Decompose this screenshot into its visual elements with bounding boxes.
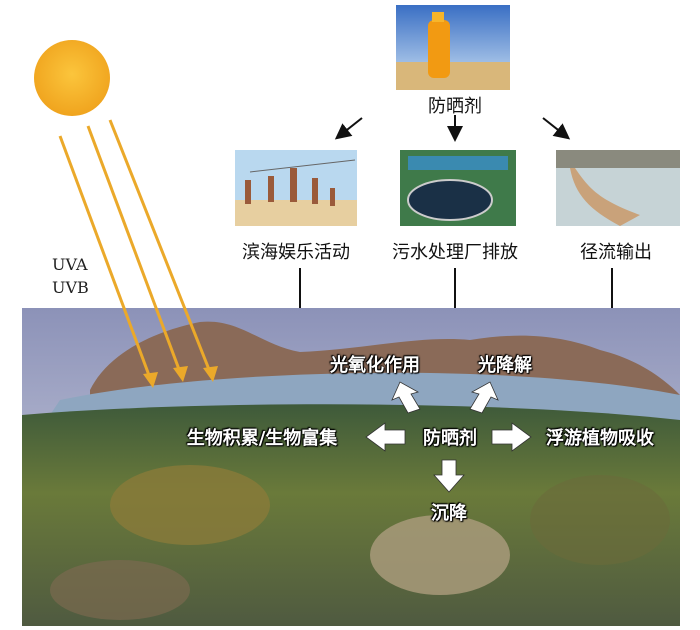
uv-rays bbox=[58, 119, 212, 379]
pathway-label-runoff: 径流输出 bbox=[580, 242, 652, 263]
arrow-sedimentation bbox=[433, 459, 465, 493]
source-label: 防晒剂 bbox=[428, 96, 482, 117]
arrow-bioaccumulation bbox=[365, 422, 406, 452]
sedimentation-label: 沉降 bbox=[431, 503, 467, 524]
sewage-plant-photo bbox=[400, 150, 516, 226]
sunscreen-photo bbox=[396, 5, 510, 90]
bioaccumulation-label: 生物积累/生物富集 bbox=[186, 428, 338, 449]
pathway-label-beach: 滨海娱乐活动 bbox=[242, 242, 350, 263]
uva-label: UVA bbox=[52, 255, 88, 274]
beach-recreation-photo bbox=[235, 150, 357, 226]
photodegradation-label: 光降解 bbox=[478, 355, 532, 376]
ocean-scene-photo bbox=[22, 308, 680, 626]
phytoplankton-label: 浮游植物吸收 bbox=[546, 428, 654, 449]
source-arrows bbox=[334, 115, 571, 142]
fate-arrows bbox=[365, 381, 532, 493]
pathway-label-sewage: 污水处理厂排放 bbox=[392, 242, 518, 263]
arrow-photodegradation bbox=[469, 381, 499, 414]
sunscreen-center-label: 防晒剂 bbox=[423, 428, 477, 449]
uv-ray-arrowheads bbox=[143, 366, 218, 388]
uvb-label: UVB bbox=[52, 278, 89, 297]
runoff-photo bbox=[556, 150, 680, 226]
arrow-photooxidation bbox=[391, 381, 421, 414]
arrow-phytoplankton bbox=[491, 422, 532, 452]
photooxidation-label: 光氧化作用 bbox=[330, 355, 420, 376]
sun-icon bbox=[34, 40, 110, 116]
